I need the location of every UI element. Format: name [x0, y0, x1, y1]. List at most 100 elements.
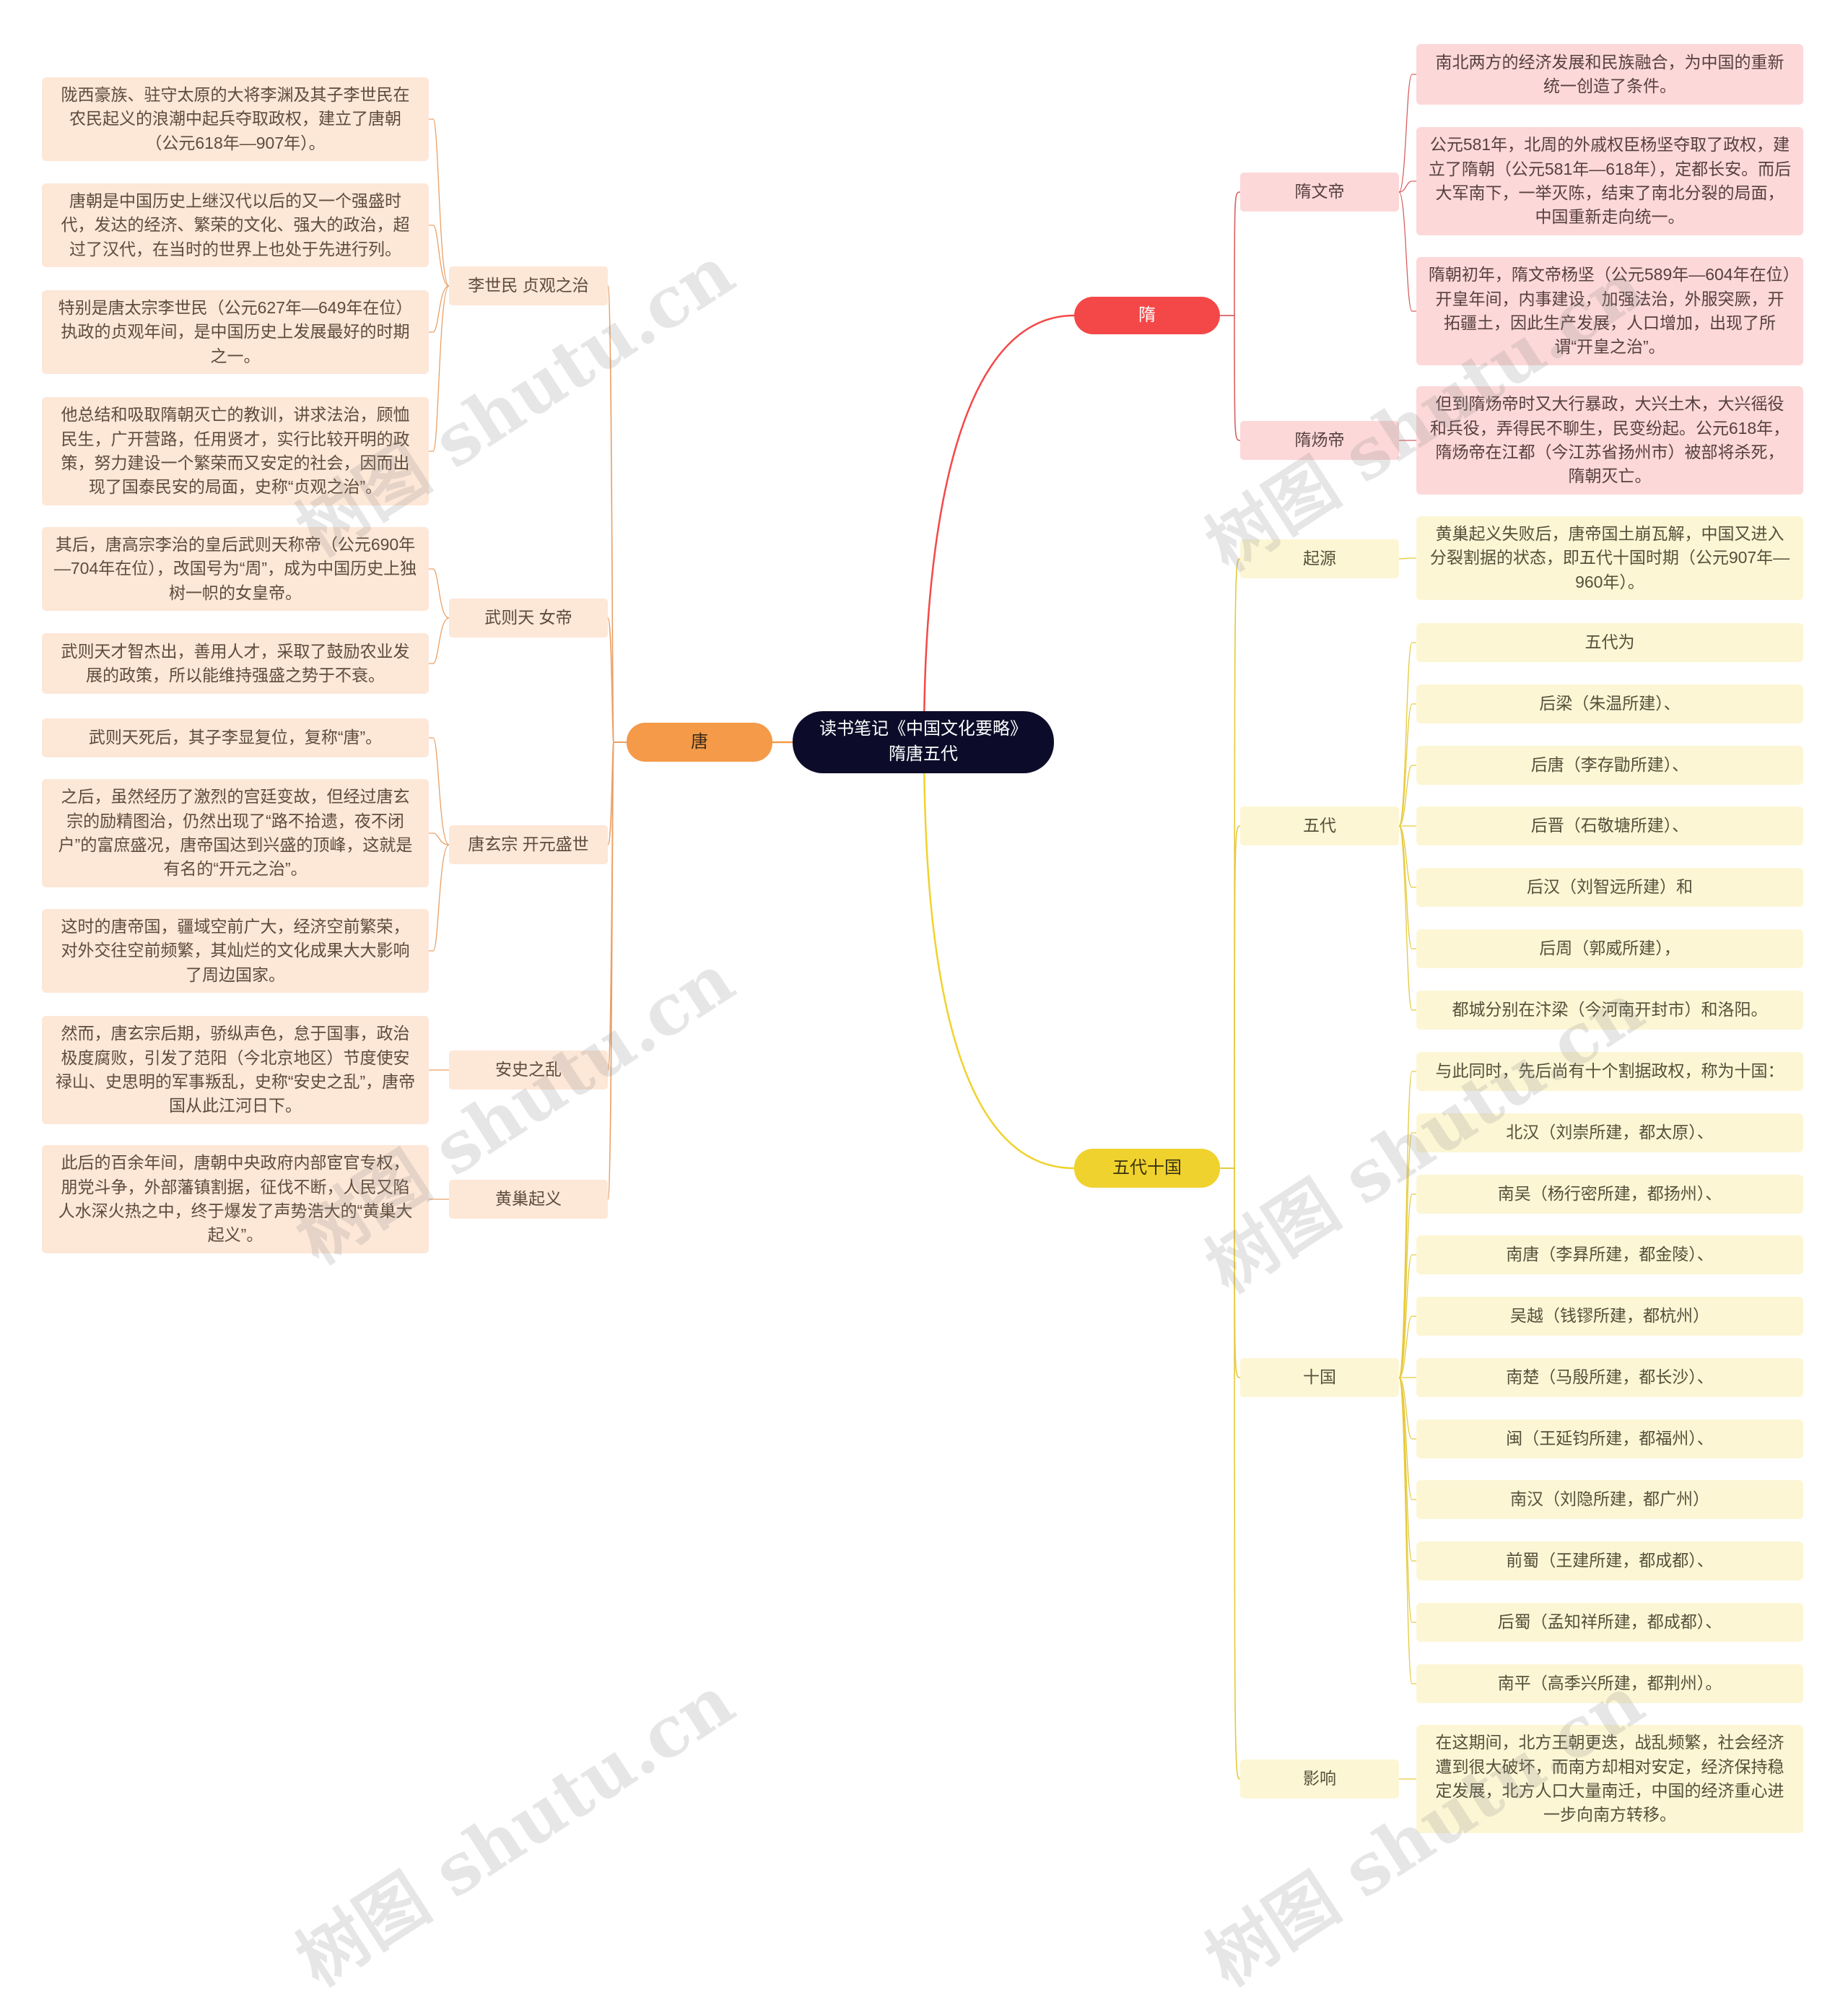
- connector-sui-sub-1: [1220, 315, 1241, 441]
- sub-xuanzong[interactable]: 唐玄宗 开元盛世: [449, 825, 608, 864]
- mindmap-canvas: 读书笔记《中国文化要略》隋唐五代 隋 隋文帝 隋炀帝 南北两方的经济发展和民族融…: [42, 44, 1803, 2001]
- five-item: 都城分别在汴梁（今河南开封市）和洛阳。: [1416, 991, 1803, 1030]
- sub-origin-label: 起源: [1303, 549, 1336, 568]
- note-sui-3: 隋朝初年，隋文帝杨坚（公元589年—604年在位）开皇年间，内事建设，加强法治，…: [1416, 257, 1803, 365]
- note-sui-1: 南北两方的经济发展和民族融合，为中国的重新统一创造了条件。: [1416, 44, 1803, 105]
- sub-wuzetian[interactable]: 武则天 女帝: [449, 599, 608, 638]
- root-title: 读书笔记《中国文化要略》隋唐五代: [819, 719, 1027, 764]
- note-tang-11: 此后的百余年间，唐朝中央政府内部宦官专权，朋党斗争，外部藩镇割据，征伐不断，人民…: [42, 1145, 429, 1253]
- ten-item-text: 南汉（刘隐所建，都广州）: [1510, 1489, 1709, 1509]
- five-item: 后梁（朱温所建）、: [1416, 684, 1803, 723]
- ten-item-text: 南吴（杨行密所建，都扬州）、: [1497, 1184, 1722, 1204]
- note-tang-8-text: 之后，虽然经历了激烈的宫廷变故，但经过唐玄宗的励精图治，仍然出现了“路不拾遗，夜…: [58, 787, 413, 879]
- five-item-text: 都城分别在汴梁（今河南开封市）和洛阳。: [1452, 1000, 1768, 1019]
- five-item: 后晋（石敬塘所建）、: [1416, 806, 1803, 845]
- ten-item-text: 后蜀（孟知祥所建，都成都）、: [1497, 1612, 1722, 1632]
- note-tang-11-text: 此后的百余年间，唐朝中央政府内部宦官专权，朋党斗争，外部藩镇割据，征伐不断，人民…: [58, 1153, 413, 1245]
- five-item-text: 后唐（李存勖所建）、: [1530, 755, 1689, 775]
- note-tang-9-text: 这时的唐帝国，疆域空前广大，经济空前繁荣，对外交往空前频繁，其灿烂的文化成果大大…: [61, 916, 410, 984]
- sub-suiyangdi-label: 隋炀帝: [1294, 430, 1345, 450]
- note-tang-3: 特别是唐太宗李世民（公元627年—649年在位）执政的贞观年间，是中国历史上发展…: [42, 290, 429, 374]
- five-item-text: 五代为: [1585, 632, 1635, 652]
- branch-sui-label: 隋: [1138, 305, 1156, 325]
- note-origin-text: 黄巢起义失败后，唐帝国土崩瓦解，中国又进入分裂割据的状态，即五代十国时期（公元9…: [1429, 523, 1790, 591]
- note-tang-7: 武则天死后，其子李显复位，复称“唐”。: [42, 718, 429, 757]
- ten-item-text: 北汉（刘崇所建，都太原）、: [1506, 1123, 1714, 1142]
- sub-huangchao[interactable]: 黄巢起义: [449, 1180, 608, 1219]
- note-tang-4-text: 他总结和吸取隋朝灭亡的教训，讲求法治，顾恤民生，广开营路，任用贤才，实行比较开明…: [61, 405, 410, 497]
- connector-five-leaf-2: [1398, 765, 1416, 827]
- sub-shiguo[interactable]: 十国: [1240, 1358, 1399, 1397]
- note-impact-text: 在这期间，北方王朝更迭，战乱频繁，社会经济遭到很大破坏，而南方却相对安定，经济保…: [1435, 1733, 1784, 1824]
- ten-item-text: 与此同时，先后尚有十个割据政权，称为十国：: [1435, 1061, 1784, 1081]
- sub-anshi[interactable]: 安史之乱: [449, 1051, 608, 1090]
- ten-item: 南楚（马殷所建，都长沙）、: [1416, 1358, 1803, 1397]
- branch-wudai[interactable]: 五代十国: [1074, 1149, 1220, 1188]
- connector-wuzetian-leaf-1: [429, 617, 450, 664]
- ten-item-text: 闽（王延钧所建，都福州）、: [1506, 1429, 1714, 1448]
- connector-wudai-sub-1: [1220, 825, 1241, 1169]
- connector-xuanzong-leaf-2: [429, 844, 450, 952]
- five-item: 五代为: [1416, 623, 1803, 662]
- sub-origin[interactable]: 起源: [1240, 539, 1399, 578]
- note-tang-7-text: 武则天死后，其子李显复位，复称“唐”。: [88, 728, 383, 747]
- sub-wudai[interactable]: 五代: [1240, 806, 1399, 845]
- note-origin: 黄巢起义失败后，唐帝国土崩瓦解，中国又进入分裂割据的状态，即五代十国时期（公元9…: [1416, 516, 1803, 600]
- connector-ten-leaf-6: [1398, 1377, 1416, 1440]
- branch-tang[interactable]: 唐: [627, 723, 772, 762]
- note-sui-4-text: 但到隋炀帝时又大行暴政，大兴土木，大兴徭役和兵役，弄得民不聊生，民变纷起。公元6…: [1429, 394, 1790, 486]
- ten-item-text: 南平（高季兴所建，都荆州）。: [1497, 1674, 1722, 1693]
- branch-wudai-label: 五代十国: [1112, 1157, 1182, 1178]
- note-tang-2-text: 唐朝是中国历史上继汉代以后的又一个强盛时代，发达的经济、繁荣的文化、强大的政治，…: [61, 191, 410, 258]
- connector-five-leaf-6: [1398, 825, 1416, 1011]
- connector-tang-sub-1: [607, 617, 627, 743]
- connector-ten-leaf-7: [1398, 1377, 1416, 1500]
- ten-item: 与此同时，先后尚有十个割据政权，称为十国：: [1416, 1052, 1803, 1091]
- connector-five-leaf-1: [1398, 703, 1416, 827]
- note-impact: 在这期间，北方王朝更迭，战乱频繁，社会经济遭到很大破坏，而南方却相对安定，经济保…: [1416, 1725, 1803, 1833]
- note-tang-6: 武则天才智杰出，善用人才，采取了鼓励农业发展的政策，所以能维持强盛之势于不衰。: [42, 633, 429, 694]
- note-tang-5: 其后，唐高宗李治的皇后武则天称帝（公元690年—704年在位），改国号为“周”，…: [42, 527, 429, 611]
- sub-suiwendi-label: 隋文帝: [1294, 182, 1345, 201]
- note-sui-4: 但到隋炀帝时又大行暴政，大兴土木，大兴徭役和兵役，弄得民不聊生，民变纷起。公元6…: [1416, 386, 1803, 495]
- note-tang-6-text: 武则天才智杰出，善用人才，采取了鼓励农业发展的政策，所以能维持强盛之势于不衰。: [61, 641, 410, 684]
- connector-tang-sub-3: [607, 741, 627, 1071]
- connector-wudai-sub-0: [1220, 558, 1241, 1169]
- connector-wuzetian-leaf-0: [429, 568, 450, 619]
- ten-item: 北汉（刘崇所建，都太原）、: [1416, 1113, 1803, 1152]
- sub-lishimin-label: 李世民 贞观之治: [468, 276, 589, 295]
- connector-five-leaf-5: [1398, 825, 1416, 949]
- sub-impact[interactable]: 影响: [1240, 1760, 1399, 1799]
- note-tang-4: 他总结和吸取隋朝灭亡的教训，讲求法治，顾恤民生，广开营路，任用贤才，实行比较开明…: [42, 397, 429, 505]
- note-tang-1-text: 陇西豪族、驻守太原的大将李渊及其子李世民在农民起义的浪潮中起兵夺取政权，建立了唐…: [61, 84, 410, 152]
- note-sui-3-text: 隋朝初年，隋文帝杨坚（公元589年—604年在位）开皇年间，内事建设，加强法治，…: [1428, 265, 1792, 357]
- connector-tang-sub-0: [607, 285, 627, 743]
- note-sui-2: 公元581年，北周的外戚权臣杨坚夺取了政权，建立了隋朝（公元581年—618年）…: [1416, 127, 1803, 235]
- note-tang-5-text: 其后，唐高宗李治的皇后武则天称帝（公元690年—704年在位），改国号为“周”，…: [53, 534, 417, 602]
- connector-root-wudai: [923, 741, 1075, 1170]
- connector-ten-leaf-3: [1398, 1254, 1416, 1378]
- connector-wudai-sub-3: [1220, 1167, 1241, 1780]
- note-tang-9: 这时的唐帝国，疆域空前广大，经济空前繁荣，对外交往空前频繁，其灿烂的文化成果大大…: [42, 909, 429, 993]
- five-item-text: 后梁（朱温所建）、: [1539, 694, 1681, 713]
- branch-sui[interactable]: 隋: [1074, 297, 1220, 334]
- sub-lishimin[interactable]: 李世民 贞观之治: [449, 266, 608, 305]
- ten-item-text: 南楚（马殷所建，都长沙）、: [1506, 1367, 1714, 1387]
- root-node[interactable]: 读书笔记《中国文化要略》隋唐五代: [793, 711, 1054, 773]
- sub-suiwendi[interactable]: 隋文帝: [1240, 173, 1399, 212]
- connector-root-sui: [923, 314, 1075, 743]
- connector-ten-leaf-10: [1398, 1377, 1416, 1684]
- sub-impact-label: 影响: [1303, 1769, 1336, 1788]
- five-item: 后汉（刘智远所建）和: [1416, 868, 1803, 907]
- five-item: 后周（郭威所建），: [1416, 929, 1803, 968]
- connector-xuanzong-leaf-0: [429, 737, 450, 845]
- connector-lishimin-leaf-0: [429, 118, 450, 287]
- note-tang-3-text: 特别是唐太宗李世民（公元627年—649年在位）执政的贞观年间，是中国历史上发展…: [58, 297, 413, 365]
- sub-shiguo-label: 十国: [1303, 1367, 1336, 1387]
- sub-suiyangdi[interactable]: 隋炀帝: [1240, 421, 1399, 460]
- ten-item: 南汉（刘隐所建，都广州）: [1416, 1480, 1803, 1519]
- connector-sui-sub-0: [1220, 191, 1241, 316]
- ten-item: 南平（高季兴所建，都荆州）。: [1416, 1664, 1803, 1703]
- connector-ten-leaf-4: [1398, 1315, 1416, 1378]
- connector-wendi-leaf-0: [1398, 74, 1416, 193]
